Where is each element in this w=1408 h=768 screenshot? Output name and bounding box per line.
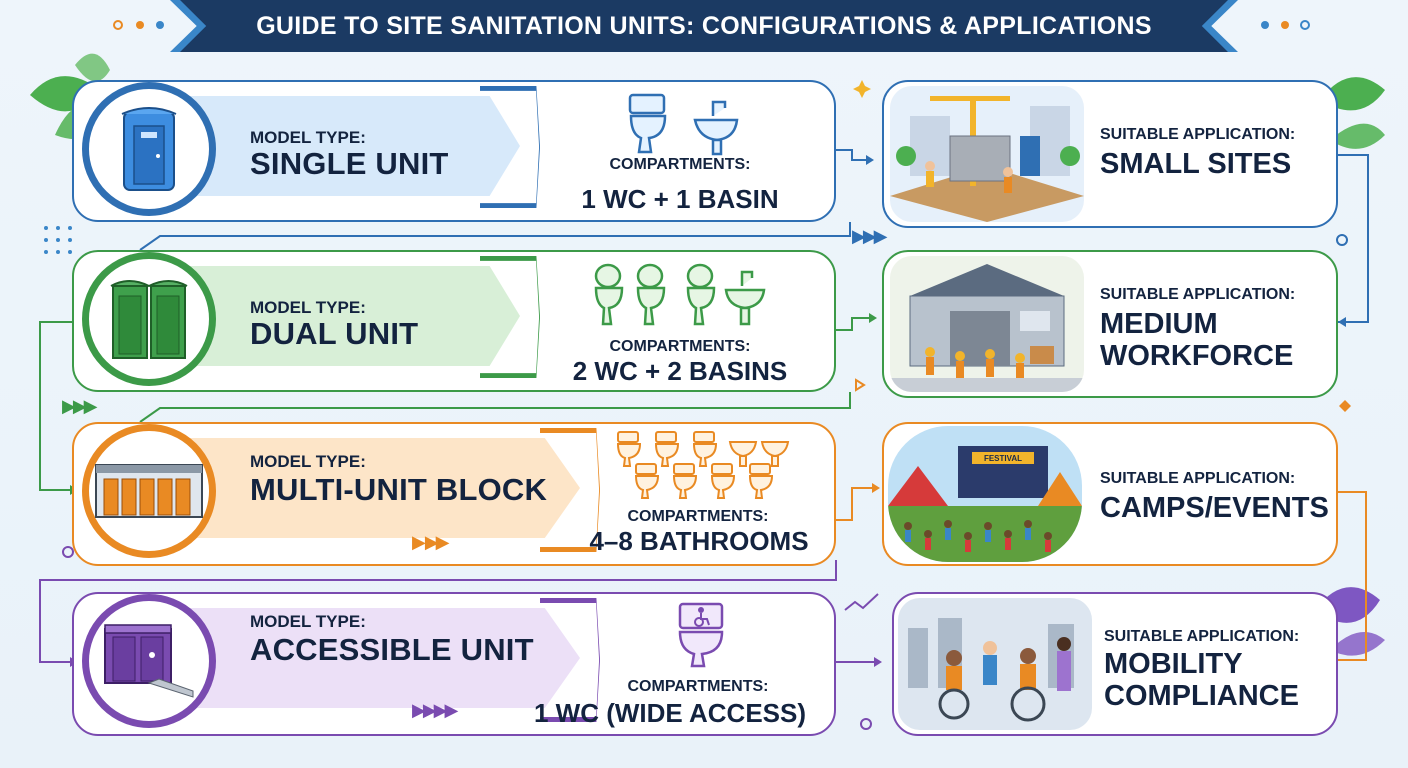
application-value-line1: MEDIUM bbox=[1100, 308, 1218, 340]
title-banner: GUIDE TO SITE SANITATION UNITS: CONFIGUR… bbox=[180, 0, 1228, 52]
model-type-label: MODEL TYPE: bbox=[250, 128, 366, 147]
compartments-label: COMPARTMENTS: bbox=[627, 508, 769, 525]
model-icon-circle-accessible bbox=[82, 594, 216, 728]
model-type-value: DUAL UNIT bbox=[250, 316, 419, 351]
model-icon-circle-multi bbox=[82, 424, 216, 558]
page-title: GUIDE TO SITE SANITATION UNITS: CONFIGUR… bbox=[256, 11, 1152, 40]
compartments-value: 2 WC + 2 BASINS bbox=[572, 356, 788, 386]
model-icon-circle-dual bbox=[82, 252, 216, 386]
compartments-label: COMPARTMENTS: bbox=[609, 156, 751, 173]
compartments-value: 1 WC + 1 BASIN bbox=[581, 184, 779, 214]
toilet-icon bbox=[692, 431, 718, 467]
basin-icon bbox=[728, 441, 758, 467]
chevron-arrows-icon: ▶▶▶ bbox=[852, 226, 887, 246]
compartments-value: 4–8 BATHROOMS bbox=[589, 526, 809, 556]
dual-toilet-icon bbox=[110, 280, 188, 359]
toilet-block-icon bbox=[95, 464, 203, 518]
basin-icon bbox=[724, 270, 766, 326]
toilet-icon bbox=[654, 431, 680, 467]
toilet-icon bbox=[594, 263, 624, 326]
model-icon-circle-single bbox=[82, 82, 216, 216]
construction-site-illustration bbox=[890, 86, 1084, 222]
application-value: CAMPS/EVENTS bbox=[1100, 492, 1329, 524]
application-value: SMALL SITES bbox=[1100, 148, 1292, 180]
application-label: SUITABLE APPLICATION: bbox=[1100, 126, 1296, 143]
toilet-icon bbox=[636, 263, 666, 326]
application-value-line2: WORKFORCE bbox=[1100, 340, 1294, 372]
chevron-arrows-icon: ▶▶▶ bbox=[62, 396, 97, 416]
application-label: SUITABLE APPLICATION: bbox=[1100, 286, 1296, 303]
basin-icon bbox=[760, 441, 790, 467]
model-type-label: MODEL TYPE: bbox=[250, 452, 366, 471]
model-type-label: MODEL TYPE: bbox=[250, 298, 366, 317]
toilet-icon bbox=[748, 463, 774, 499]
dot-grid-decoration bbox=[44, 226, 72, 254]
chevron-arrows-icon: ▶▶▶▶ bbox=[412, 700, 458, 720]
wheelchair-users-illustration bbox=[898, 598, 1092, 730]
model-type-value: MULTI-UNIT BLOCK bbox=[250, 472, 548, 507]
application-label: SUITABLE APPLICATION: bbox=[1100, 470, 1296, 487]
festival-sign: FESTIVAL bbox=[984, 454, 1022, 463]
application-value-line1: MOBILITY bbox=[1104, 648, 1243, 680]
toilet-icon bbox=[686, 263, 716, 326]
chevron-arrows-icon: ▶ ▶▶ bbox=[412, 532, 449, 552]
toilet-icon bbox=[710, 463, 736, 499]
accessible-toilet-icon bbox=[104, 624, 194, 698]
application-label: SUITABLE APPLICATION: bbox=[1104, 628, 1300, 645]
toilet-icon bbox=[634, 463, 660, 499]
wheelchair-icon bbox=[694, 607, 710, 627]
festival-crowd-illustration: FESTIVAL bbox=[888, 426, 1082, 562]
model-type-value: ACCESSIBLE UNIT bbox=[250, 632, 534, 667]
toilet-icon bbox=[616, 431, 642, 467]
toilet-icon bbox=[672, 463, 698, 499]
warehouse-workforce-illustration bbox=[890, 256, 1084, 392]
application-value-line2: COMPLIANCE bbox=[1104, 680, 1299, 712]
compartments-value: 1 WC (WIDE ACCESS) bbox=[533, 698, 807, 728]
multi-fixture-icons bbox=[616, 431, 790, 499]
toilet-icon bbox=[628, 93, 667, 154]
compartments-label: COMPARTMENTS: bbox=[609, 338, 751, 355]
model-type-value: SINGLE UNIT bbox=[250, 146, 449, 181]
basin-icon bbox=[693, 100, 739, 156]
portable-toilet-icon bbox=[121, 107, 177, 191]
model-type-label: MODEL TYPE: bbox=[250, 612, 366, 631]
compartments-label: COMPARTMENTS: bbox=[627, 678, 769, 695]
accessible-toilet-fixture-icon bbox=[678, 602, 724, 668]
dual-fixture-icons bbox=[594, 263, 766, 326]
toilet-basin-icons bbox=[628, 93, 739, 156]
